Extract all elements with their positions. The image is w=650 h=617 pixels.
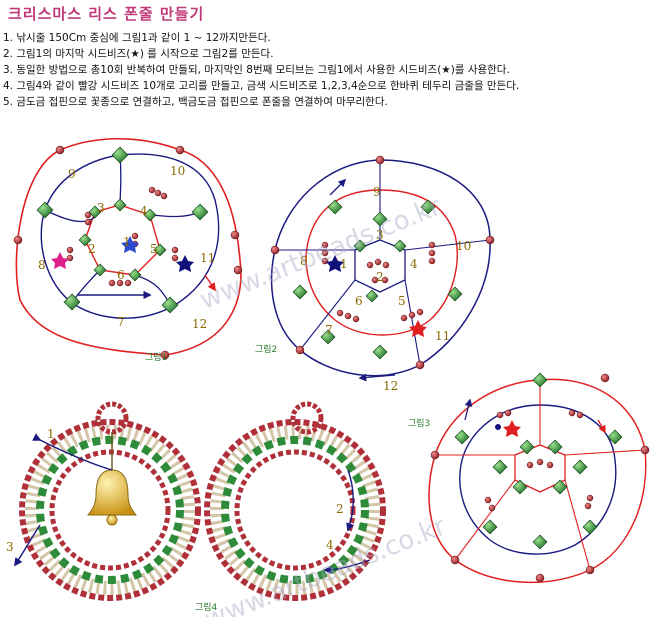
- fig1-star-blue: [121, 236, 139, 253]
- fig2-red-line: [305, 189, 458, 336]
- figure-1: 1 2 3 4 5 6 7 8 9 10 11 12 그림1: [13, 137, 243, 363]
- fig4-right-arrow-4: [323, 559, 371, 575]
- instruction-list: 1. 낚시줄 150Cm 중심에 그림1과 같이 1 ~ 12까지만든다. 2.…: [3, 30, 643, 110]
- fig3-green-beads: [454, 372, 623, 550]
- fig2-label-8: 8: [300, 254, 308, 268]
- fig2-caption: 그림2: [255, 343, 277, 355]
- fig1-label-7: 7: [117, 315, 125, 329]
- fig1-star-navy: [176, 255, 194, 272]
- fig4-label-3: 3: [6, 540, 14, 554]
- fig2-label-11: 11: [435, 329, 450, 343]
- fig3-spoke-lines: [435, 380, 646, 571]
- fig1-red-beads: [13, 145, 243, 360]
- fig4-label-1: 1: [47, 427, 55, 441]
- fig4-left-arrow-1: [32, 433, 113, 471]
- fig3-caption: 그림3: [408, 417, 430, 429]
- fig2-label-10: 10: [456, 239, 471, 253]
- fig1-green-beads: [36, 146, 209, 314]
- figure-3: 그림3: [408, 372, 650, 584]
- fig1-label-2: 2: [88, 242, 96, 256]
- fig2-red-beads: [270, 155, 495, 370]
- fig1-label-12: 12: [192, 317, 207, 331]
- fig2-label-3: 3: [376, 228, 384, 242]
- step-1: 1. 낚시줄 150Cm 중심에 그림1과 같이 1 ~ 12까지만든다.: [3, 32, 271, 44]
- fig1-label-3: 3: [97, 201, 105, 215]
- fig2-spoke-lines: [275, 160, 491, 366]
- fig2-outer-blue-line: [270, 159, 491, 377]
- fig1-label-10: 10: [170, 164, 185, 178]
- fig2-arrow-2: [358, 373, 396, 382]
- bell-icon: [86, 469, 138, 516]
- fig4-label-2: 2: [336, 502, 344, 516]
- fig2-arrow: [329, 178, 347, 196]
- fig1-label-1: 1: [123, 235, 131, 249]
- fig2-label-12: 12: [383, 379, 398, 393]
- fig1-blue-line: [40, 153, 220, 319]
- fig1-caption: 그림1: [145, 351, 167, 363]
- fig1-label-9: 9: [68, 167, 76, 181]
- fig4-label-4: 4: [326, 538, 334, 552]
- fig3-arrow-red: [597, 419, 606, 434]
- fig2-star-navy: [326, 255, 344, 272]
- fig1-label-8: 8: [38, 258, 46, 272]
- fig2-label-7: 7: [325, 323, 333, 337]
- fig3-red-beads: [430, 373, 650, 583]
- fig1-spoke-lines: [44, 154, 201, 306]
- fig1-label-5: 5: [150, 242, 158, 256]
- fig2-label-9: 9: [373, 185, 381, 199]
- fig4-left-arrow-3: [14, 524, 41, 567]
- fig3-outer-red-line: [428, 378, 647, 584]
- fig2-label-1: 1: [340, 257, 348, 271]
- fig2-label-5: 5: [398, 294, 406, 308]
- fig3-star-red: [503, 420, 521, 437]
- fig4-left-wreath: 1 3: [6, 401, 201, 601]
- fig1-outer-red-line: [15, 137, 242, 356]
- page-title: 크리스마스 리스 폰줄 만들기: [8, 5, 205, 23]
- fig4-right-arrow-2: [346, 469, 355, 532]
- fig2-green-beads: [292, 199, 463, 360]
- fig3-navy-bead: [495, 424, 501, 430]
- fig3-blue-line: [459, 404, 617, 555]
- step-3: 3. 동일한 방법으로 총10회 반복하여 만들되, 마지막인 8번째 모티브는…: [3, 64, 510, 76]
- fig1-star-pink: [51, 252, 69, 269]
- step-5: 5. 금도금 접핀으로 꽃종으로 연결하고, 백금도금 접핀으로 폰줄을 연결하…: [3, 96, 388, 108]
- fig1-label-4: 4: [140, 204, 148, 218]
- fig1-label-11: 11: [200, 251, 215, 265]
- fig2-label-2: 2: [376, 270, 384, 284]
- fig1-arrow-red: [204, 274, 216, 292]
- figure-4: 1 3 2 4 그림4: [6, 401, 386, 613]
- fig4-right-wreath: 2 4: [204, 401, 386, 601]
- step-2: 2. 그림1의 마지막 시드비즈(★) 를 시작으로 그림2를 만든다.: [3, 48, 274, 60]
- step-4: 4. 그림4와 같이 빨강 시드비즈 10개로 고리를 만들고, 금색 시드비즈…: [3, 80, 520, 92]
- fig2-label-4: 4: [410, 257, 418, 271]
- fig1-label-6: 6: [117, 268, 125, 282]
- figure-2: 1 2 3 4 5 6 7 8 9 10 11 12 그림2: [255, 155, 495, 393]
- fig3-arrow: [464, 398, 473, 421]
- fig2-label-6: 6: [355, 294, 363, 308]
- fig2-star-red: [409, 320, 427, 337]
- fig4-caption: 그림4: [195, 601, 218, 613]
